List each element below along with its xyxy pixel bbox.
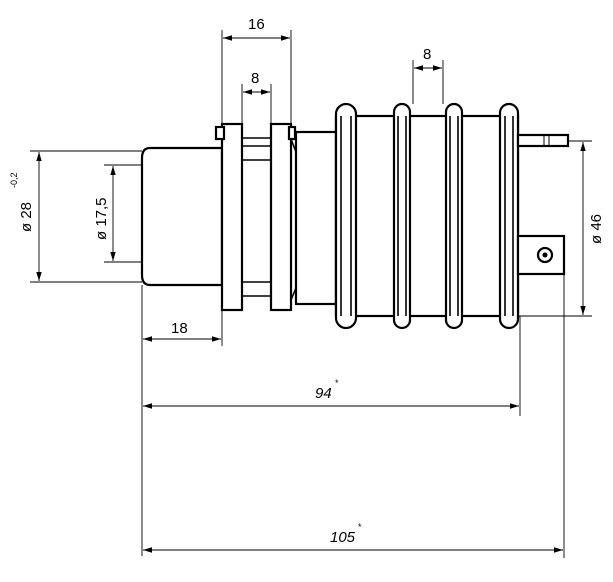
left-stub [140,146,224,287]
terminal-pin-top [516,133,570,148]
dim-length-mid: 94 [315,385,332,402]
neck-cylinder [294,130,338,306]
ring-1 [334,102,358,330]
part-body [140,102,570,330]
flange-plate-right [269,122,293,312]
dim-left-dia-outer-tol: -0,2 [9,172,19,188]
dim-top-inner: 8 [251,70,259,87]
ring-3 [444,102,464,330]
dim-stub-length: 18 [171,320,188,337]
dim-length-total-mark: * [358,522,362,532]
dim-length-mid-mark: * [335,378,339,388]
dim-length-total: 105 [330,529,356,546]
dim-ring-spacing: 8 [423,46,431,63]
ring-4 [498,102,520,330]
dim-right-dia: ø 46 [588,214,605,244]
ring-2 [392,102,412,330]
dimension-lines [30,30,592,558]
terminal-lug-bottom [516,234,566,276]
dim-top-width: 16 [248,16,265,33]
main-body [334,114,520,318]
dim-left-dia-inner: ø 17,5 [93,197,110,240]
dim-left-dia-outer: ø 28 [18,202,35,232]
flange-plate-left [220,122,244,312]
